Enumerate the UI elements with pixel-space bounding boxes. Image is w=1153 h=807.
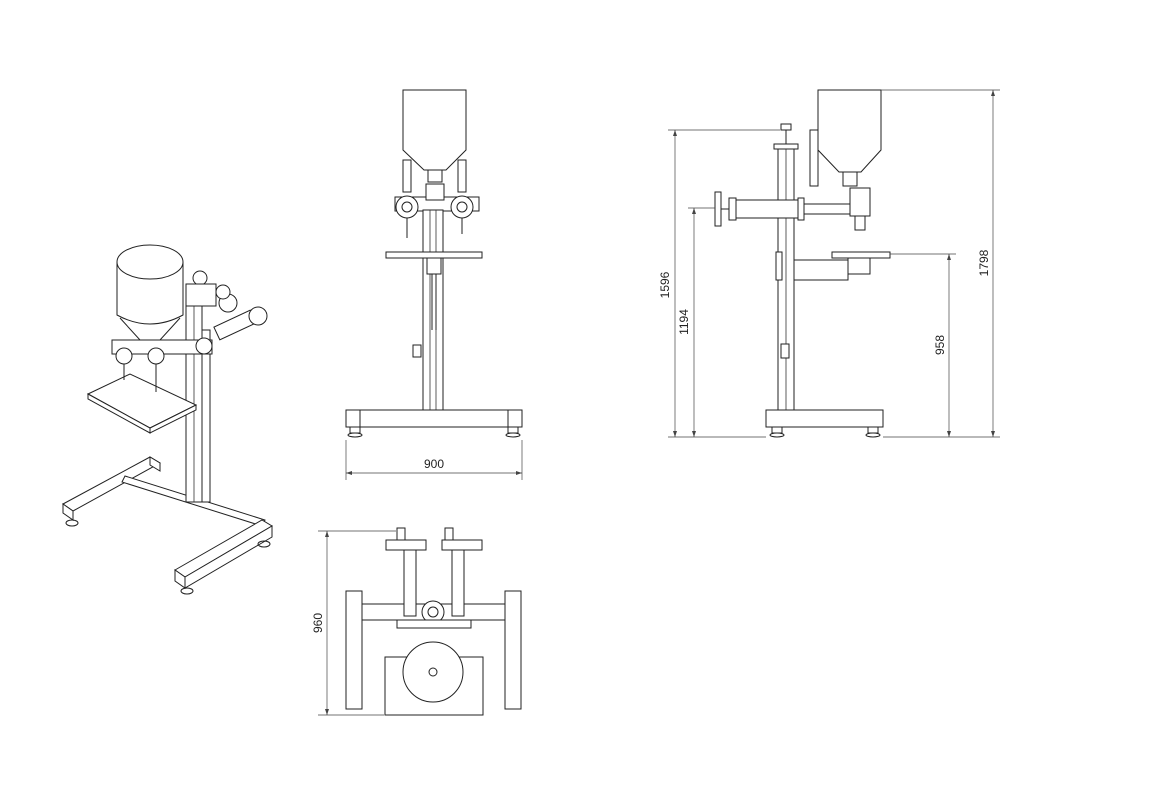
dim-side-total-height: 1798 bbox=[977, 249, 991, 276]
top-view bbox=[318, 527, 522, 716]
isometric-view bbox=[62, 244, 273, 595]
side-view bbox=[668, 89, 1000, 438]
dim-front-width: 900 bbox=[424, 457, 444, 471]
dim-top-depth: 960 bbox=[311, 613, 325, 633]
dim-side-inlet-height: 1596 bbox=[658, 271, 672, 298]
front-view bbox=[345, 89, 523, 480]
dim-side-outlet-height: 1194 bbox=[677, 309, 691, 335]
dim-side-table-height: 958 bbox=[933, 335, 947, 355]
